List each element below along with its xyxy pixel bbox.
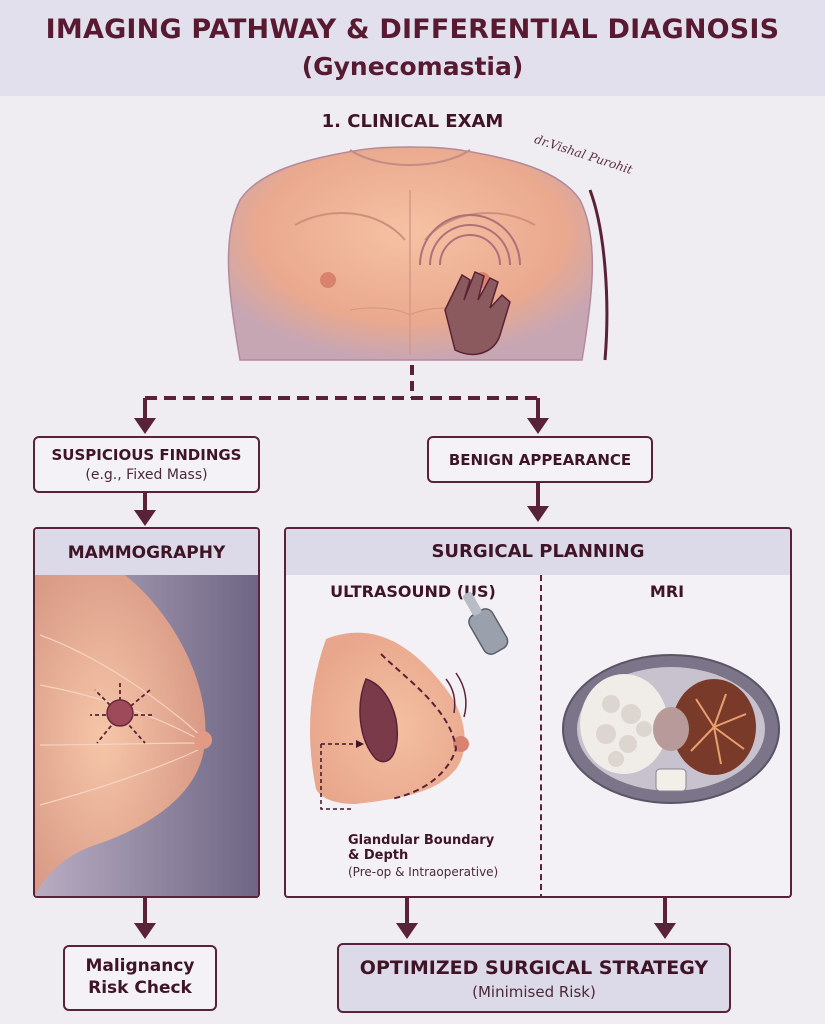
page-title: IMAGING PATHWAY & DIFFERENTIAL DIAGNOSIS	[45, 14, 780, 45]
mri-title: MRI	[649, 582, 685, 601]
annotation-sub: (Pre-op & Intraoperative)	[348, 865, 499, 879]
optimized-strategy-box: OPTIMIZED SURGICAL STRATEGY (Minimised R…	[337, 943, 731, 1013]
ultrasound-annotation: Glandular Boundary & Depth (Pre-op & Int…	[348, 833, 538, 879]
header-band	[0, 0, 825, 96]
annotation-line2: & Depth	[348, 848, 409, 863]
benign-appearance-box: BENIGN APPEARANCE	[427, 436, 653, 483]
page-subtitle: (Gynecomastia)	[301, 52, 524, 81]
panel-divider	[540, 575, 542, 896]
annotation-line1: Glandular Boundary	[348, 833, 495, 848]
mammography-band	[35, 529, 258, 575]
mammography-panel: MAMMOGRAPHY	[33, 527, 260, 898]
suspicious-findings-title: SUSPICIOUS FINDINGS	[51, 446, 242, 464]
surgical-planning-title: SURGICAL PLANNING	[431, 541, 645, 562]
ultrasound-illustration	[310, 592, 509, 810]
benign-appearance-title: BENIGN APPEARANCE	[448, 451, 632, 469]
mammography-illustration	[35, 575, 258, 896]
mammography-title: MAMMOGRAPHY	[67, 543, 226, 563]
malignancy-risk-box: Malignancy Risk Check	[63, 945, 217, 1011]
clinical-exam-label: 1. CLINICAL EXAM	[321, 111, 504, 132]
malignancy-line2: Risk Check	[88, 978, 192, 998]
suspicious-findings-box: SUSPICIOUS FINDINGS (e.g., Fixed Mass)	[33, 436, 260, 493]
mri-illustration	[562, 654, 780, 804]
suspicious-findings-subtitle: (e.g., Fixed Mass)	[85, 467, 208, 483]
strategy-title: OPTIMIZED SURGICAL STRATEGY	[359, 957, 709, 979]
malignancy-line1: Malignancy	[85, 956, 195, 976]
torso-illustration	[227, 146, 609, 361]
strategy-subtitle: (Minimised Risk)	[472, 983, 596, 1001]
ultrasound-title: ULTRASOUND (US)	[330, 582, 496, 601]
surgical-planning-band	[286, 529, 790, 575]
surgical-planning-panel: SURGICAL PLANNING ULTRASOUND (US) MRI Gl…	[284, 527, 792, 898]
